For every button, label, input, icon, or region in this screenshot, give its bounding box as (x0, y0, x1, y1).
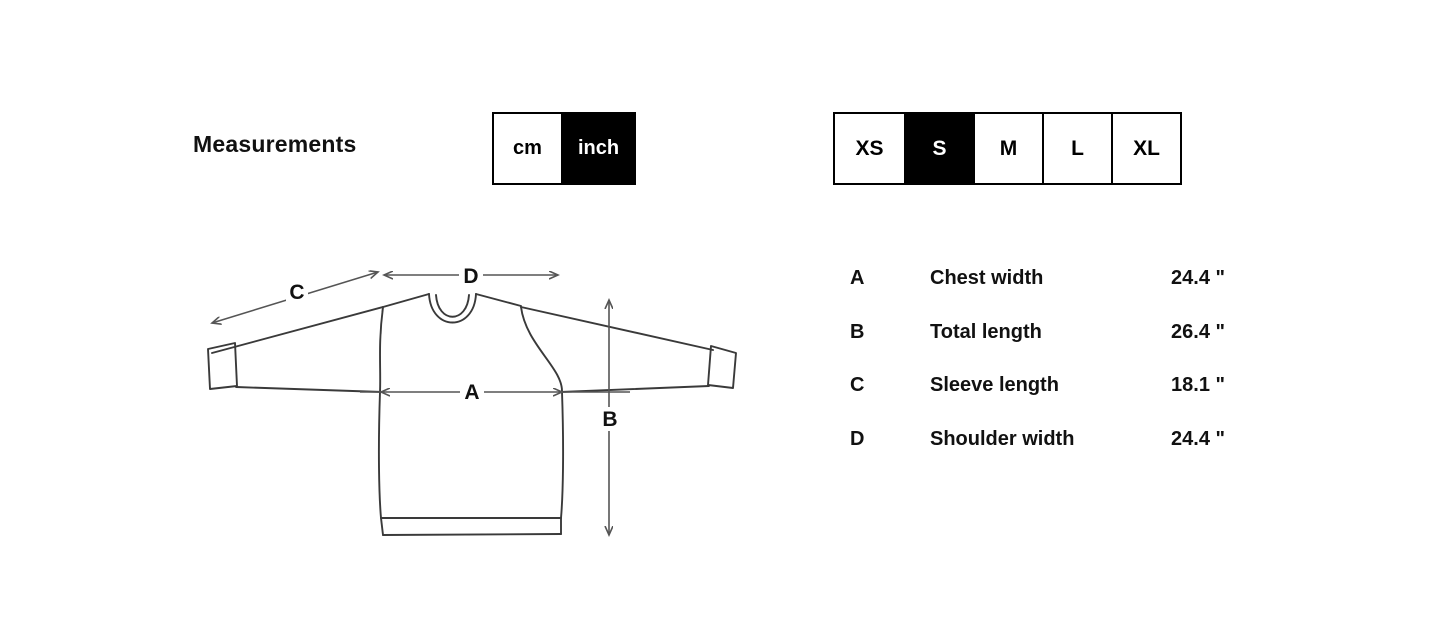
measurement-value: 24.4 " (1171, 427, 1225, 450)
dimension-label-d: D (463, 265, 478, 288)
unit-option-inch-label: inch (577, 137, 620, 159)
unit-toggle[interactable]: cm inch (492, 112, 636, 185)
measurement-table: A Chest width 24.4 " B Total length 26.4… (850, 252, 1230, 466)
left-sleeve-underarm-edge (235, 386, 383, 393)
table-row: B Total length 26.4 " (850, 306, 1230, 360)
hem-band-left (380, 517, 384, 536)
dimension-label-b: B (602, 408, 617, 431)
table-row: C Sleeve length 18.1 " (850, 359, 1230, 413)
left-cuff (207, 342, 238, 390)
measurement-label: Sleeve length (930, 374, 1059, 397)
size-option-xl[interactable]: XL (1111, 114, 1180, 183)
measurement-value: 18.1 " (1171, 374, 1225, 397)
size-option-l-label: L (1071, 136, 1084, 160)
left-sleeve-top-edge (211, 306, 384, 354)
dimension-lines (212, 272, 630, 535)
measurement-label: Chest width (930, 267, 1044, 290)
size-option-s-label: S (932, 136, 947, 160)
table-row: A Chest width 24.4 " (850, 252, 1230, 306)
size-option-xl-label: XL (1133, 136, 1160, 160)
size-option-s[interactable]: S (904, 114, 973, 183)
dimension-label-a: A (464, 381, 479, 404)
measurement-code: B (850, 320, 865, 343)
size-selector[interactable]: XS S M L XL (833, 112, 1182, 185)
hem-band-bottom (382, 533, 562, 536)
collar-inner (435, 294, 470, 318)
measurement-value: 26.4 " (1171, 320, 1225, 343)
measurement-value: 24.4 " (1171, 267, 1225, 290)
left-shoulder-seam (382, 293, 430, 308)
table-row: D Shoulder width 24.4 " (850, 413, 1230, 467)
garment-diagram: C D A B (190, 250, 760, 560)
right-shoulder-seam (475, 293, 522, 307)
measurement-code: D (850, 427, 865, 450)
body-left-side (377, 391, 382, 519)
garment-outline-group (207, 293, 737, 536)
right-cuff (707, 345, 737, 389)
dimension-label-c: C (289, 281, 304, 304)
page-title: Measurements (193, 131, 357, 157)
measurement-code: C (850, 374, 865, 397)
size-option-m[interactable]: M (973, 114, 1042, 183)
size-option-xs[interactable]: XS (835, 114, 904, 183)
measurement-code: A (850, 267, 865, 290)
right-armhole-seam (520, 306, 563, 393)
size-option-l[interactable]: L (1042, 114, 1111, 183)
unit-option-cm-label: cm (513, 137, 542, 159)
left-armhole-seam (379, 306, 384, 393)
right-sleeve-top-edge (520, 306, 714, 351)
size-option-xs-label: XS (855, 136, 884, 160)
unit-option-cm[interactable]: cm (494, 114, 561, 183)
body-right-side (560, 391, 565, 519)
measurement-label: Shoulder width (930, 427, 1075, 450)
measurement-label: Total length (930, 320, 1042, 343)
size-option-m-label: M (999, 136, 1018, 160)
unit-option-inch[interactable]: inch (561, 114, 634, 183)
collar-outer (428, 293, 477, 324)
right-sleeve-underarm-edge (560, 385, 710, 393)
